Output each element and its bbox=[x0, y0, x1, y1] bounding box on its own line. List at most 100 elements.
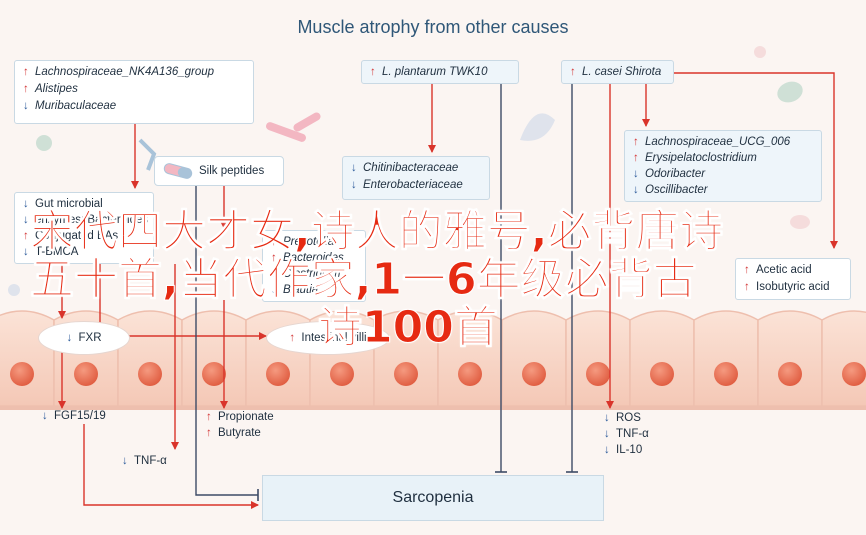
metabolite-text: Propionate bbox=[218, 411, 274, 423]
decrease-arrow-icon: ↓ bbox=[604, 428, 610, 440]
taxon-label: Prevotella bbox=[283, 236, 335, 248]
cell-nucleus bbox=[330, 362, 354, 386]
fxr-oval: ↓FXR bbox=[38, 321, 130, 355]
cell-nucleus bbox=[10, 362, 34, 386]
box-row: ↓Muribaculaceae bbox=[23, 98, 245, 115]
box-row: ↑Alistipes bbox=[23, 81, 245, 98]
box-row: ↓ Gut microbial bbox=[23, 196, 145, 212]
box-row: ↑ Lachnospiraceae_UCG_006 bbox=[633, 134, 813, 150]
box-row: ↓ Clostridium bbox=[271, 266, 357, 282]
taxon-label: Oscillibacter bbox=[645, 184, 708, 196]
taxon-label: Lachnospiraceae_UCG_006 bbox=[645, 136, 791, 148]
decrease-arrow-icon: ↓ bbox=[122, 455, 128, 467]
microbiota-change-box: ↑Lachnospiraceae_NK4A136_group ↑Alistipe… bbox=[14, 60, 254, 124]
increase-arrow-icon: ↑ bbox=[271, 236, 277, 248]
item-label: T-BMCA bbox=[35, 246, 79, 258]
plantarum-box: ↑ L. plantarum TWK10 bbox=[361, 60, 519, 84]
propionate-label: ↑ Propionate ↑Butyrate bbox=[206, 409, 274, 441]
cell-nucleus bbox=[458, 362, 482, 386]
decrease-arrow-icon: ↓ bbox=[271, 268, 277, 280]
silk-peptides-label: Silk peptides bbox=[199, 165, 265, 177]
cell-nucleus bbox=[714, 362, 738, 386]
cell-nucleus bbox=[202, 362, 226, 386]
decrease-arrow-icon: ↓ bbox=[604, 444, 610, 456]
diagram-title: Muscle atrophy from other causes bbox=[297, 17, 569, 37]
taxon-label: Clostridium bbox=[283, 268, 341, 280]
box-row: ↑L. casei Shirota bbox=[570, 64, 665, 81]
gut-microbial-box: ↓Gut microbial ↓enzymes; Bacteroides ↑Co… bbox=[14, 192, 154, 264]
cell-nucleus bbox=[138, 362, 162, 386]
epithelial-cell bbox=[565, 310, 631, 407]
box-row: ↓enzymes; Bacteroides bbox=[23, 212, 149, 228]
box-row: ↑ Conjugated BAs bbox=[23, 228, 145, 244]
taxon-label: Enterobacteriaceae bbox=[363, 179, 463, 191]
marker-text: IL-10 bbox=[616, 444, 643, 456]
probiotic-label: L. plantarum TWK10 bbox=[382, 66, 488, 78]
item-label: enzymes; Bacteroides bbox=[35, 214, 149, 226]
ros-label: ↓ROS ↓TNF-α ↓IL-10 bbox=[604, 410, 649, 458]
label-row: ↓ROS bbox=[604, 410, 649, 426]
box-row: ↑ Prevotella bbox=[271, 234, 357, 250]
inhibit-silk-to-sarcopenia bbox=[195, 186, 258, 496]
decrease-arrow-icon: ↓ bbox=[633, 168, 639, 180]
epithelial-cell bbox=[501, 310, 567, 407]
overlay-text-line-2: 五十首,当代作家,1一6年级必背古 bbox=[30, 254, 698, 306]
epithelial-cell bbox=[693, 310, 759, 407]
label-row: ↑ Propionate bbox=[206, 409, 274, 425]
item-label: Conjugated BAs bbox=[35, 230, 119, 242]
intestinal-villi-label: Intestinal villi bbox=[301, 332, 367, 344]
increase-arrow-icon: ↑ bbox=[633, 136, 639, 148]
increase-arrow-icon: ↑ bbox=[289, 332, 296, 344]
capsule-icon bbox=[163, 163, 193, 179]
epithelial-cell bbox=[821, 310, 866, 407]
epithelial-cell bbox=[757, 310, 823, 407]
box-row: ↓Blautia bbox=[271, 282, 357, 298]
box-row: ↑ Bacteroides bbox=[271, 250, 357, 266]
epithelial-cell bbox=[181, 310, 247, 407]
overlay-text-line-3: 诗100首 bbox=[318, 302, 499, 354]
taxon-label: Blautia bbox=[283, 284, 319, 296]
increase-arrow-icon: ↑ bbox=[370, 66, 376, 78]
overlay-text-line-1: 宋代四大才女,诗人的雅号,必背唐诗 bbox=[29, 206, 724, 258]
acids-box: ↑Acetic acid ↑Isobutyric acid bbox=[735, 258, 851, 300]
increase-arrow-icon: ↑ bbox=[744, 281, 750, 293]
background-decoration bbox=[8, 46, 810, 296]
label-row: ↓ IL-10 bbox=[604, 442, 649, 458]
arrow-casei-to-acids bbox=[674, 72, 838, 249]
increase-arrow-icon: ↑ bbox=[206, 411, 212, 423]
box-row: ↓Odoribacter bbox=[633, 166, 813, 182]
metabolite-text: Butyrate bbox=[218, 427, 261, 439]
decrease-arrow-icon: ↓ bbox=[351, 162, 357, 174]
taxon-label: Bacteroides bbox=[283, 252, 344, 264]
box-row: ↑ L. plantarum TWK10 bbox=[370, 64, 510, 81]
marker-text: ROS bbox=[616, 412, 641, 424]
box-row: ↓Chitinibacteraceae bbox=[351, 160, 481, 177]
silk-peptides-box: Silk peptides bbox=[154, 156, 284, 186]
increase-arrow-icon: ↑ bbox=[23, 66, 29, 78]
connector-lines bbox=[58, 72, 838, 509]
tnf-text: TNF-α bbox=[134, 455, 167, 467]
cell-nucleus bbox=[586, 362, 610, 386]
epithelial-cell bbox=[117, 310, 183, 407]
decrease-arrow-icon: ↓ bbox=[23, 198, 29, 210]
decrease-arrow-icon: ↓ bbox=[66, 332, 73, 344]
casei-box: ↑L. casei Shirota bbox=[561, 60, 674, 84]
increase-arrow-icon: ↑ bbox=[271, 252, 277, 264]
box-row: ↓Enterobacteriaceae bbox=[351, 177, 481, 194]
decrease-arrow-icon: ↓ bbox=[23, 246, 29, 258]
item-label: Isobutyric acid bbox=[756, 281, 830, 293]
increase-arrow-icon: ↑ bbox=[744, 264, 750, 276]
cell-nucleus bbox=[522, 362, 546, 386]
label-row: ↑Butyrate bbox=[206, 425, 274, 441]
sarcopenia-box: Sarcopenia bbox=[262, 475, 604, 521]
basement-membrane bbox=[0, 406, 866, 410]
epithelial-cell bbox=[629, 310, 695, 407]
lachnospiraceae-right-box: ↑ Lachnospiraceae_UCG_006 ↑Erysipelatoclo… bbox=[624, 130, 822, 202]
epithelial-cell-layer bbox=[0, 310, 866, 410]
increase-arrow-icon: ↑ bbox=[23, 230, 29, 242]
item-label: Gut microbial bbox=[35, 198, 103, 210]
box-row: ↑Erysipelatoclostridium bbox=[633, 150, 813, 166]
probiotic-label: L. casei Shirota bbox=[582, 66, 662, 78]
